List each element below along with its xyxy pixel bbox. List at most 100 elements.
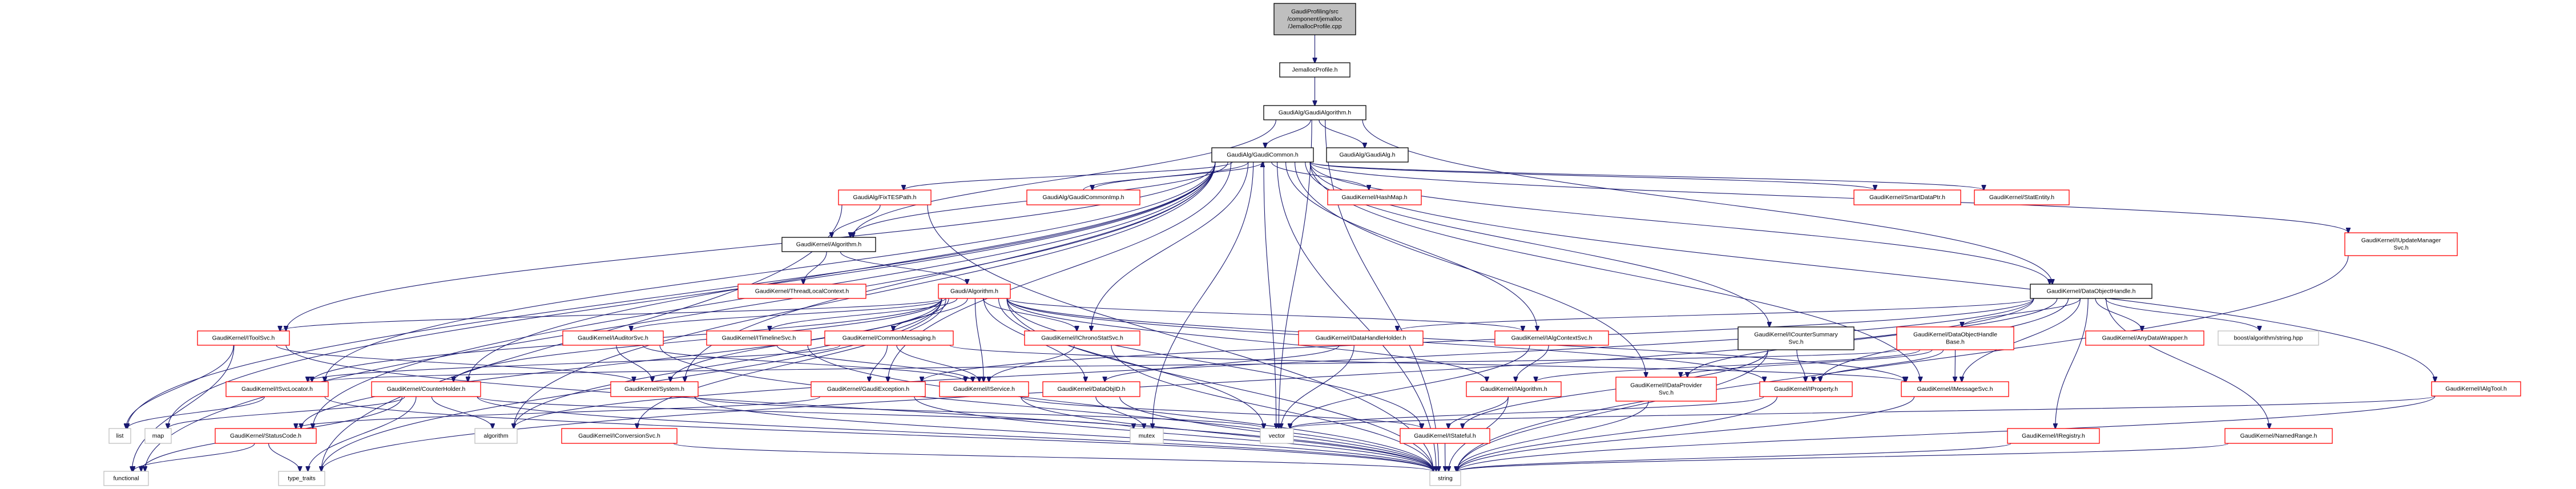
node-box[interactable]: [2218, 330, 2319, 346]
node-box[interactable]: [1466, 381, 1562, 397]
node-dataobjid-h[interactable]: GaudiKernel/DataObjID.h: [1042, 381, 1140, 397]
node-gaudicommon-h[interactable]: GaudiAlg/GaudiCommon.h: [1211, 147, 1314, 163]
node-box[interactable]: [706, 330, 812, 346]
node-idatahandleholder-h[interactable]: GaudiKernel/IDataHandleHolder.h: [1298, 330, 1424, 346]
node-box[interactable]: [1326, 147, 1409, 163]
node-counterholder-h[interactable]: GaudiKernel/CounterHolder.h: [371, 381, 481, 397]
node-iregistry-h[interactable]: GaudiKernel/IRegistry.h: [2007, 428, 2100, 444]
node-iproperty-h[interactable]: GaudiKernel/IProperty.h: [1759, 381, 1853, 397]
node-box[interactable]: [2431, 381, 2521, 397]
node-box[interactable]: [1327, 189, 1422, 205]
node-gk-algorithm-h[interactable]: GaudiKernel/Algorithm.h: [781, 237, 876, 252]
node-string[interactable]: string: [1429, 471, 1461, 486]
node-istateful-h[interactable]: GaudiKernel/IStateful.h: [1400, 428, 1490, 444]
node-ialgcontextsvc-h[interactable]: GaudiKernel/IAlgContextSvc.h: [1494, 330, 1609, 346]
node-namedrange-h[interactable]: GaudiKernel/NamedRange.h: [2224, 428, 2333, 444]
node-gaudi-algorithm-h[interactable]: Gaudi/Algorithm.h: [938, 284, 1011, 299]
node-box[interactable]: [1263, 105, 1366, 120]
node-box[interactable]: [2030, 284, 2152, 299]
node-box[interactable]: [1429, 471, 1461, 486]
node-box[interactable]: [1759, 381, 1853, 397]
node-system-h[interactable]: GaudiKernel/System.h: [610, 381, 699, 397]
node-threadlocalcontext-h[interactable]: GaudiKernel/ThreadLocalContext.h: [737, 284, 866, 299]
node-box[interactable]: [1042, 381, 1140, 397]
node-box[interactable]: [824, 330, 954, 346]
node-map[interactable]: map: [144, 428, 172, 444]
node-functional[interactable]: functional: [103, 471, 149, 486]
node-fixtespath-h[interactable]: GaudiAlg/FixTESPath.h: [838, 189, 932, 205]
node-ichronostatsvc-h[interactable]: GaudiKernel/IChronoStatSvc.h: [1024, 330, 1140, 346]
node-box[interactable]: [1400, 428, 1490, 444]
node-box[interactable]: [474, 428, 518, 444]
node-box[interactable]: [781, 237, 876, 252]
node-boost-string-hpp[interactable]: boost/algorithm/string.hpp: [2218, 330, 2319, 346]
node-jemallocprofile-h[interactable]: JemallocProfile.h: [1279, 62, 1351, 78]
node-box[interactable]: [562, 330, 664, 346]
node-box[interactable]: [1615, 377, 1717, 402]
node-root[interactable]: GaudiProfiling/src/component/jemalloc/Je…: [1273, 3, 1356, 35]
node-box[interactable]: [1896, 326, 2014, 350]
node-ialgorithm-h[interactable]: GaudiKernel/IAlgorithm.h: [1466, 381, 1562, 397]
node-algorithm[interactable]: algorithm: [474, 428, 518, 444]
node-hashmap-h[interactable]: GaudiKernel/HashMap.h: [1327, 189, 1422, 205]
node-box[interactable]: [1279, 62, 1351, 78]
node-anydatawrapper-h[interactable]: GaudiKernel/AnyDataWrapper.h: [2085, 330, 2204, 346]
node-ialgtool-h[interactable]: GaudiKernel/IAlgTool.h: [2431, 381, 2521, 397]
node-iservice-h[interactable]: GaudiKernel/IService.h: [939, 381, 1029, 397]
node-box[interactable]: [2344, 232, 2458, 256]
node-commonmessaging-h[interactable]: GaudiKernel/CommonMessaging.h: [824, 330, 954, 346]
node-isvclocator-h[interactable]: GaudiKernel/ISvcLocator.h: [225, 381, 329, 397]
node-box[interactable]: [938, 284, 1011, 299]
node-box[interactable]: [1273, 3, 1356, 35]
node-box[interactable]: [737, 284, 866, 299]
node-box[interactable]: [108, 428, 131, 444]
node-box[interactable]: [215, 428, 317, 444]
node-box[interactable]: [1130, 428, 1164, 444]
node-gaudiexception-h[interactable]: GaudiKernel/GaudiException.h: [811, 381, 926, 397]
node-box[interactable]: [811, 381, 926, 397]
node-box[interactable]: [1853, 189, 1961, 205]
node-box[interactable]: [2085, 330, 2204, 346]
node-gaudialgorithm-h[interactable]: GaudiAlg/GaudiAlgorithm.h: [1263, 105, 1366, 120]
node-box[interactable]: [278, 471, 325, 486]
node-box[interactable]: [371, 381, 481, 397]
node-itoolsvc-h[interactable]: GaudiKernel/IToolSvc.h: [197, 330, 290, 346]
node-box[interactable]: [1974, 189, 2070, 205]
node-mutex[interactable]: mutex: [1130, 428, 1164, 444]
node-box[interactable]: [2007, 428, 2100, 444]
node-gaudialg-h[interactable]: GaudiAlg/GaudiAlg.h: [1326, 147, 1409, 163]
node-box[interactable]: [838, 189, 932, 205]
node-box[interactable]: [1298, 330, 1424, 346]
node-box[interactable]: [1024, 330, 1140, 346]
node-iconversionsvc-h[interactable]: GaudiKernel/IConversionSvc.h: [561, 428, 678, 444]
node-box[interactable]: [1260, 428, 1294, 444]
node-imessagesvc-h[interactable]: GaudiKernel/IMessageSvc.h: [1901, 381, 2009, 397]
node-gaudicommonimp-h[interactable]: GaudiAlg/GaudiCommonImp.h: [1026, 189, 1140, 205]
node-box[interactable]: [2224, 428, 2333, 444]
node-dataobjecthandle-h[interactable]: GaudiKernel/DataObjectHandle.h: [2030, 284, 2152, 299]
node-statentity-h[interactable]: GaudiKernel/StatEntity.h: [1974, 189, 2070, 205]
node-box[interactable]: [1494, 330, 1609, 346]
node-box[interactable]: [1901, 381, 2009, 397]
node-smartdataptr-h[interactable]: GaudiKernel/SmartDataPtr.h: [1853, 189, 1961, 205]
node-box[interactable]: [197, 330, 290, 346]
node-type-traits[interactable]: type_traits: [278, 471, 325, 486]
node-box[interactable]: [939, 381, 1029, 397]
node-box[interactable]: [103, 471, 149, 486]
node-box[interactable]: [1026, 189, 1140, 205]
node-list[interactable]: list: [108, 428, 131, 444]
node-box[interactable]: [144, 428, 172, 444]
node-statuscode-h[interactable]: GaudiKernel/StatusCode.h: [215, 428, 317, 444]
node-box[interactable]: [1211, 147, 1314, 163]
node-box[interactable]: [1738, 326, 1855, 350]
node-box[interactable]: [610, 381, 699, 397]
node-box[interactable]: [561, 428, 678, 444]
node-iauditorsvc-h[interactable]: GaudiKernel/IAuditorSvc.h: [562, 330, 664, 346]
node-itimelinesvc-h[interactable]: GaudiKernel/ITimelineSvc.h: [706, 330, 812, 346]
node-vector[interactable]: vector: [1260, 428, 1294, 444]
node-box[interactable]: [225, 381, 329, 397]
